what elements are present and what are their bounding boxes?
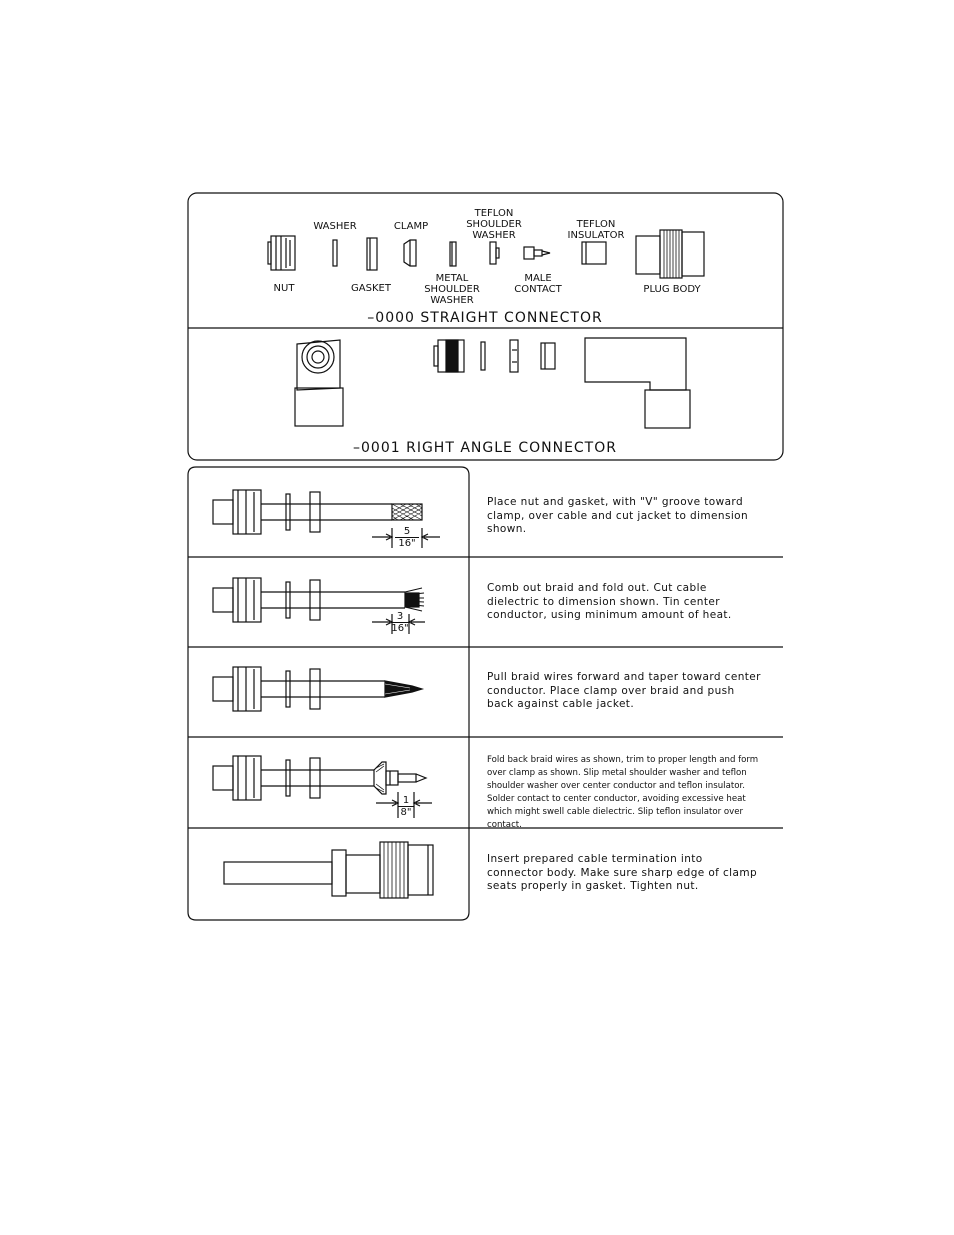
step3-drawing xyxy=(212,666,425,712)
label-teflon-insulator: TEFLON INSULATOR xyxy=(567,219,625,241)
step4-text: Fold back braid wires as shown, trim to … xyxy=(487,755,759,830)
step4-drawing xyxy=(212,755,432,818)
step1-dimension: 5 16" xyxy=(395,526,419,549)
gasket-part xyxy=(366,237,378,271)
metal-shoulder-washer-part xyxy=(449,241,457,267)
dim-numerator: 5 xyxy=(403,526,411,537)
dim-denominator: 8" xyxy=(398,806,414,818)
label-plug-body: PLUG BODY xyxy=(643,284,701,295)
label-gasket: GASKET xyxy=(351,283,391,294)
right-angle-body-left xyxy=(294,339,344,427)
dim-numerator: 3 xyxy=(396,611,404,622)
step2-text: Comb out braid and fold out. Cut cable d… xyxy=(487,582,732,621)
step5-drawing xyxy=(223,841,434,899)
label-male-contact: MALE CONTACT xyxy=(514,273,562,295)
label-washer: WASHER xyxy=(313,221,357,232)
step4-dimension: 1 8" xyxy=(398,795,414,818)
right-angle-washer xyxy=(480,341,486,371)
teflon-insulator-part xyxy=(581,241,607,265)
plug-body-part xyxy=(635,229,705,279)
step5-text: Insert prepared cable termination into c… xyxy=(487,853,758,892)
step3-text: Pull braid wires forward and taper towar… xyxy=(487,671,761,710)
right-angle-clamp xyxy=(509,339,519,373)
teflon-shoulder-washer-part xyxy=(489,241,500,265)
step2-drawing xyxy=(212,577,425,634)
dim-denominator: 16" xyxy=(391,622,409,634)
nut-part xyxy=(267,235,296,271)
step2-dimension: 3 16" xyxy=(391,611,409,634)
step1-text: Place nut and gasket, with "V" groove to… xyxy=(487,496,749,535)
label-metal-shoulder-washer: METAL SHOULDER WASHER xyxy=(424,273,480,306)
right-angle-gasket xyxy=(540,342,556,370)
clamp-part xyxy=(403,239,417,267)
right-angle-connector-title: –0001 RIGHT ANGLE CONNECTOR xyxy=(353,440,617,456)
label-teflon-shoulder-washer: TEFLON SHOULDER WASHER xyxy=(466,208,522,241)
label-clamp: CLAMP xyxy=(393,221,429,232)
label-nut: NUT xyxy=(273,283,295,294)
steps-panel-frame xyxy=(187,466,470,921)
male-contact-part xyxy=(523,246,551,260)
right-angle-body-right xyxy=(584,337,691,429)
dim-denominator: 16" xyxy=(395,537,419,549)
straight-connector-title: –0000 STRAIGHT CONNECTOR xyxy=(367,310,603,326)
right-angle-nut xyxy=(433,339,465,373)
step1-drawing xyxy=(212,489,440,548)
dim-numerator: 1 xyxy=(402,795,410,806)
parts-panel-frame xyxy=(187,192,784,461)
washer-part xyxy=(332,239,338,267)
